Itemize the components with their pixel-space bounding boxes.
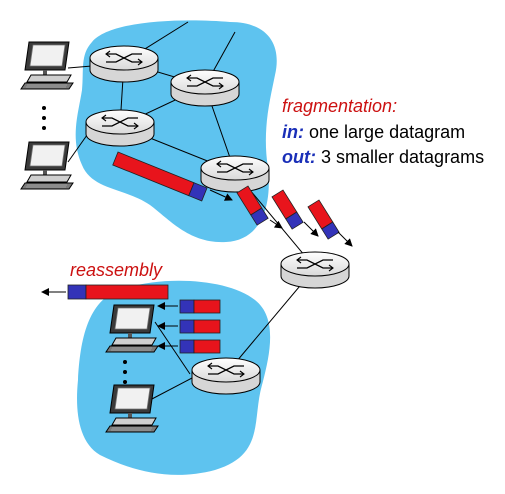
large-datagram xyxy=(112,151,208,202)
out-keyword: out: xyxy=(282,147,316,167)
fragment-datagram xyxy=(271,189,304,230)
reassembled-datagram xyxy=(67,284,169,300)
reassembly-label: reassembly xyxy=(70,260,163,280)
desktop-computer-icon xyxy=(20,141,74,190)
desktop-computer-icon xyxy=(20,41,74,90)
arrow xyxy=(209,189,233,201)
arrow xyxy=(269,219,353,247)
in-description: in: one large datagram xyxy=(282,122,465,143)
router-icon xyxy=(280,251,350,289)
router-icon xyxy=(170,69,240,107)
out-text: 3 smaller datagrams xyxy=(321,147,485,167)
fragment-datagram xyxy=(236,185,269,226)
fragmentation-label: fragmentation: xyxy=(282,96,398,116)
router-icon xyxy=(200,155,270,193)
desktop-computer-icon xyxy=(105,384,159,433)
router-icon xyxy=(89,45,159,83)
vertical-ellipsis xyxy=(42,106,127,384)
desktop-computer-icon xyxy=(105,304,159,353)
arrow xyxy=(157,302,178,350)
router-icon xyxy=(85,109,155,147)
arriving-fragments xyxy=(179,299,221,354)
in-keyword: in: xyxy=(282,122,304,142)
fragment-datagram xyxy=(307,199,340,240)
router-icon xyxy=(191,357,261,395)
out-description: out: 3 smaller datagrams xyxy=(282,147,484,168)
in-text: one large datagram xyxy=(309,122,466,142)
